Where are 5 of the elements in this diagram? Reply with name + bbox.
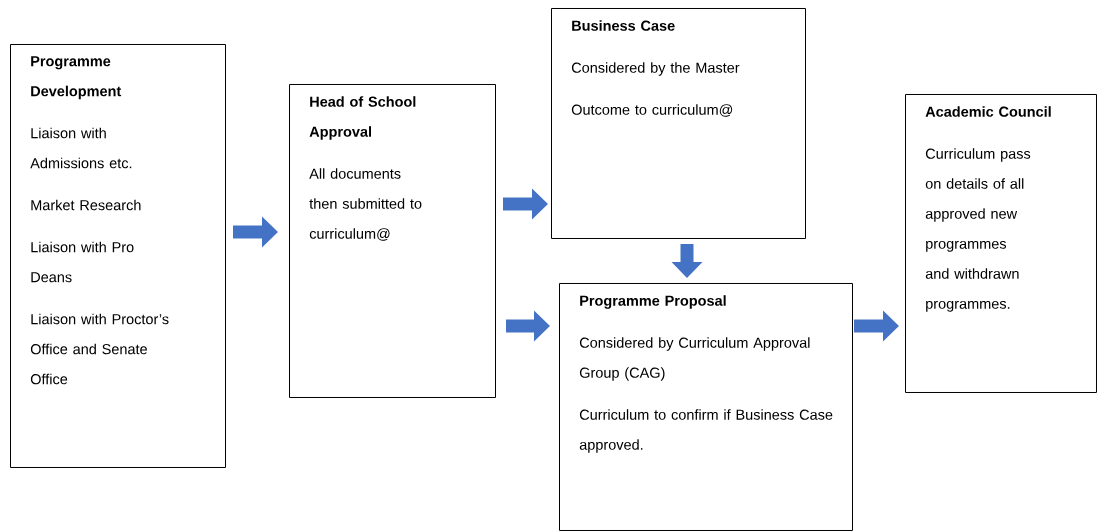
process-box: Head of School Approval All documents then submitted to curriculum@ [289, 84, 496, 398]
process-box: Business Case Considered by the Master Outcome to curriculum@ [551, 8, 806, 239]
process-box: Academic Council Curriculum pass on details of all approved new programmes and withdrawn programmes. [905, 94, 1097, 393]
process-box: Programme Proposal Considered by Curriculum Approval Group (CAG) Curriculum to confirm if Business Case approved. [559, 283, 853, 531]
process-box: Programme Development Liaison with Admissions etc. Market Research Liaison with Pro Deans Liaison with Proctor’s Office and Senate Office [10, 44, 226, 468]
